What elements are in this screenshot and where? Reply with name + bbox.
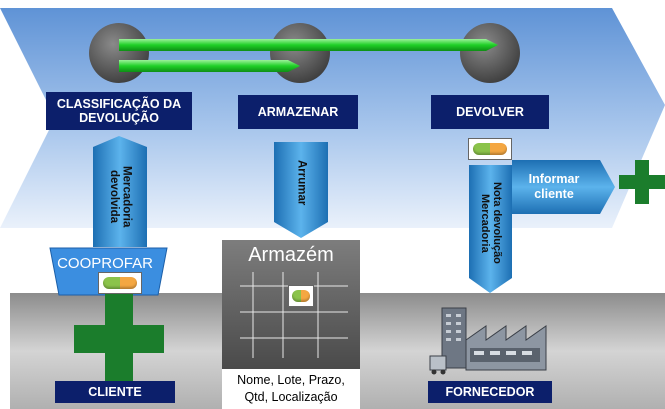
warehouse-caption-line1: Nome, Lote, Prazo, (237, 373, 345, 387)
label-nota-devolucao: Nota devolução Mercadoria (479, 182, 504, 264)
label-arrumar: Arrumar (295, 159, 308, 206)
warehouse-caption-line2: Qtd, Localização (244, 390, 338, 404)
cross-icon-right (619, 160, 665, 204)
warehouse-title: Armazém (248, 244, 334, 266)
label-mercadoria-devolvida: Mercadoria devolvida (108, 166, 133, 228)
pill-icon-devolver (468, 138, 512, 160)
step-label-classificacao: CLASSIFICAÇÃO DA DEVOLUÇÃO (46, 92, 192, 130)
pill-icon-warehouse (288, 285, 314, 307)
warehouse-caption: Nome, Lote, Prazo, Qtd, Localização (222, 369, 360, 409)
coopprofar-label: COOPROFAR (57, 255, 153, 272)
warehouse-box: Armazém (222, 240, 360, 369)
green-arrow-short (119, 60, 300, 72)
actor-label-fornecedor: FORNECEDOR (428, 381, 552, 403)
pill-icon-coopprofar (98, 272, 142, 294)
arrow-arrumar (274, 142, 328, 238)
factory-icon (429, 307, 547, 375)
step-label-armazenar: ARMAZENAR (238, 95, 358, 129)
green-arrow-long (119, 39, 498, 51)
step-label-devolver: DEVOLVER (431, 95, 549, 129)
arrow-informar-cliente (512, 160, 615, 214)
arrow-mercadoria-devolvida (93, 136, 147, 247)
label-informar-cliente: Informar cliente (528, 172, 580, 201)
arrow-nota-devolucao (469, 165, 512, 293)
cross-icon-cliente (74, 294, 164, 384)
step-circle-devolver (460, 23, 520, 83)
actor-label-cliente: CLIENTE (55, 381, 175, 403)
